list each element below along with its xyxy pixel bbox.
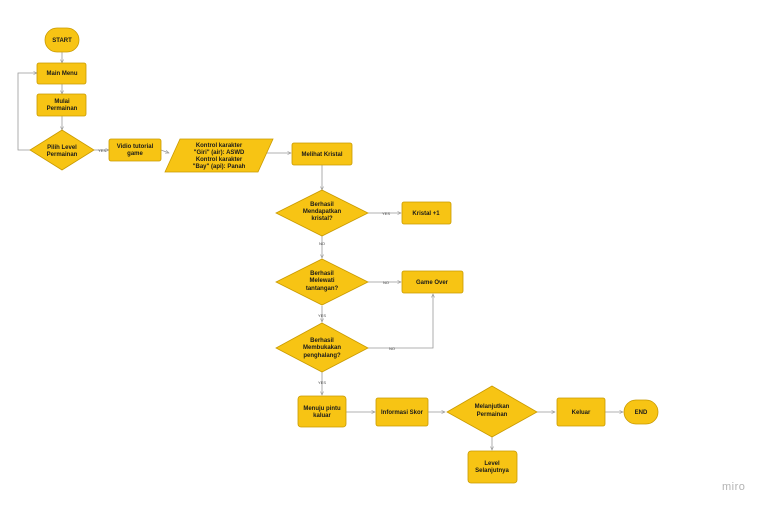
- node-melihat-kristal[interactable]: Melihat Kristal: [291, 142, 353, 166]
- node-penghalang-label: Berhasil: [310, 338, 334, 344]
- node-pilih-level[interactable]: Pilih Level Permainan: [29, 129, 95, 171]
- node-end[interactable]: END: [623, 399, 659, 425]
- edge-label-no-kristal: NO: [319, 241, 325, 246]
- node-kontrol-label-4: "Bay" (api): Panah: [193, 164, 246, 170]
- edge-label-no-penghalang: NO: [389, 346, 395, 351]
- edge-label-yes-penghalang: YES: [318, 380, 326, 385]
- node-video-label-2: game: [127, 151, 143, 157]
- node-kontrol-label-3: Kontrol karakter: [196, 157, 243, 163]
- node-main-menu[interactable]: Main Menu: [36, 62, 87, 85]
- node-pilih-label-2: Permainan: [47, 152, 78, 158]
- edge-label-yes-kristal: YES: [382, 211, 390, 216]
- edge-labels: YES YES NO NO YES NO YES: [98, 148, 395, 385]
- node-melanjutkan-label-2: Permainan: [477, 412, 508, 418]
- node-melanjutkan-label: Melanjutkan: [475, 404, 510, 410]
- node-mulai-label: Mulai: [54, 99, 70, 105]
- edge-pilih-loop-mainmenu: [17, 73, 37, 151]
- node-kristal-plus-label: Kristal +1: [412, 211, 440, 217]
- node-level-label-2: Selanjutnya: [475, 468, 509, 474]
- node-level-selanjutnya[interactable]: Level Selanjutnya: [467, 450, 518, 484]
- node-kristal-plus[interactable]: Kristal +1: [401, 201, 452, 225]
- node-tantangan-label-2: Melewati: [309, 278, 334, 284]
- node-melihat-label: Melihat Kristal: [301, 152, 342, 158]
- node-kontrol-karakter[interactable]: Kontrol karakter "Giri" (air): ASWD Kont…: [164, 138, 274, 173]
- edge-penghalang-gameover: [368, 294, 433, 349]
- node-keluar[interactable]: Keluar: [556, 397, 606, 427]
- node-berhasil-penghalang[interactable]: Berhasil Membukakan penghalang?: [275, 322, 369, 373]
- edge-label-no-gameover: NO: [383, 280, 389, 285]
- miro-watermark: miro: [722, 481, 746, 493]
- node-video-label: Vidio tutorial: [117, 144, 154, 150]
- node-video-tutorial[interactable]: Vidio tutorial game: [108, 138, 162, 162]
- edges: [17, 52, 623, 450]
- node-berhasil-kristal-label: Berhasil: [310, 202, 334, 208]
- node-pilih-label: Pilih Level: [47, 145, 77, 151]
- node-mulai-label-2: Permainan: [47, 106, 78, 112]
- node-berhasil-kristal-label-3: kristal?: [311, 216, 333, 222]
- node-level-label: Level: [484, 461, 500, 467]
- node-informasi-label: Informasi Skor: [381, 410, 424, 416]
- node-main-menu-label: Main Menu: [47, 71, 78, 77]
- node-menuju-label-2: kaluar: [313, 413, 331, 419]
- node-tantangan-label: Berhasil: [310, 271, 334, 277]
- node-menuju-label: Menuju pintu: [303, 406, 341, 412]
- node-game-over[interactable]: Game Over: [401, 270, 464, 294]
- edge-label-yes-video: YES: [98, 148, 106, 153]
- node-kontrol-label: Kontrol karakter: [196, 143, 243, 149]
- node-penghalang-label-3: penghalang?: [303, 353, 341, 359]
- node-berhasil-tantangan[interactable]: Berhasil Melewati tantangan?: [275, 258, 369, 306]
- node-informasi-skor[interactable]: Informasi Skor: [375, 397, 429, 427]
- node-berhasil-kristal-label-2: Mendapatkan: [303, 209, 342, 215]
- node-tantangan-label-3: tantangan?: [306, 286, 339, 292]
- node-melanjutkan[interactable]: Melanjutkan Permainan: [446, 385, 538, 438]
- node-start[interactable]: START: [44, 27, 80, 53]
- node-start-label: START: [52, 38, 72, 44]
- node-penghalang-label-2: Membukakan: [303, 345, 341, 351]
- node-end-label: END: [635, 410, 648, 416]
- node-kontrol-label-2: "Giri" (air): ASWD: [194, 150, 245, 156]
- node-mulai-permainan[interactable]: Mulai Permainan: [36, 93, 87, 117]
- nodes: START Main Menu Mulai Permainan Pilih Le…: [29, 27, 659, 484]
- node-game-over-label: Game Over: [416, 280, 449, 286]
- node-menuju-pintu[interactable]: Menuju pintu kaluar: [297, 395, 347, 428]
- edge-label-yes-tantangan: YES: [318, 313, 326, 318]
- edge-video-kontrol: [160, 149, 169, 153]
- node-keluar-label: Keluar: [572, 410, 591, 416]
- node-berhasil-kristal[interactable]: Berhasil Mendapatkan kristal?: [275, 189, 369, 237]
